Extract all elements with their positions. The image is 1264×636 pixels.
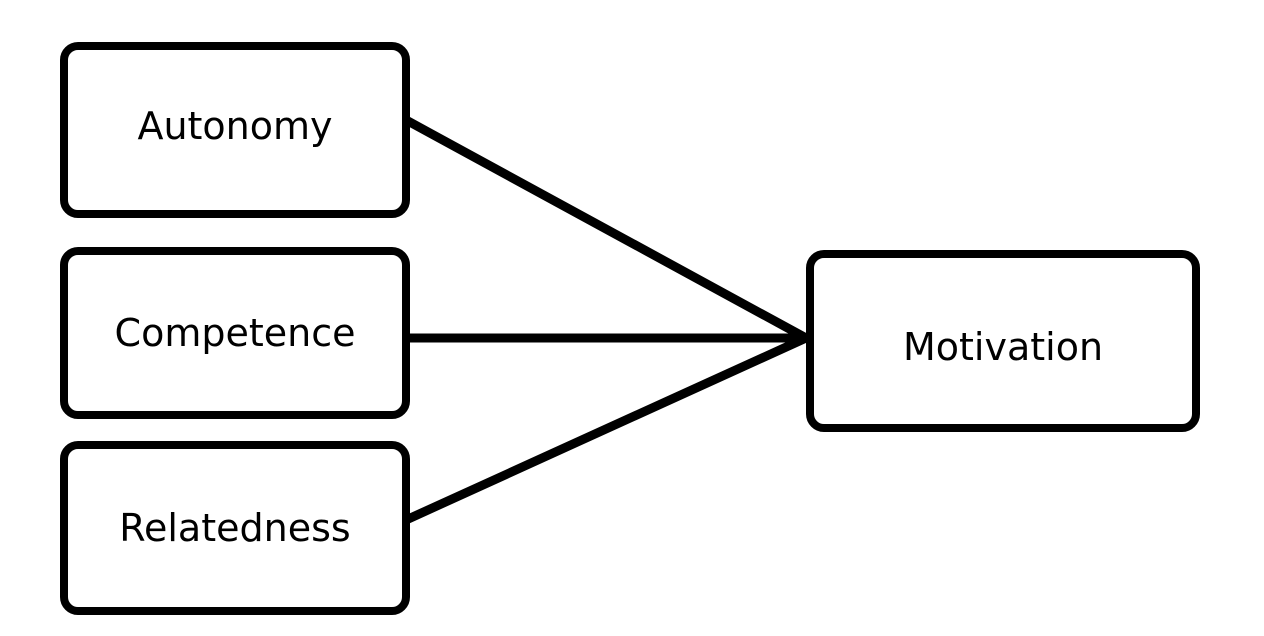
node-autonomy-label: Autonomy [137, 104, 333, 148]
node-competence: Competence [60, 247, 410, 419]
edge-relatedness-to-motivation [401, 333, 811, 525]
edge-autonomy-to-motivation [401, 115, 811, 343]
node-motivation-label: Motivation [902, 325, 1104, 369]
node-relatedness: Relatedness [60, 441, 410, 615]
node-motivation: Motivation [806, 250, 1200, 432]
node-competence-label: Competence [114, 311, 356, 355]
node-autonomy: Autonomy [60, 42, 410, 218]
node-relatedness-label: Relatedness [119, 506, 351, 550]
